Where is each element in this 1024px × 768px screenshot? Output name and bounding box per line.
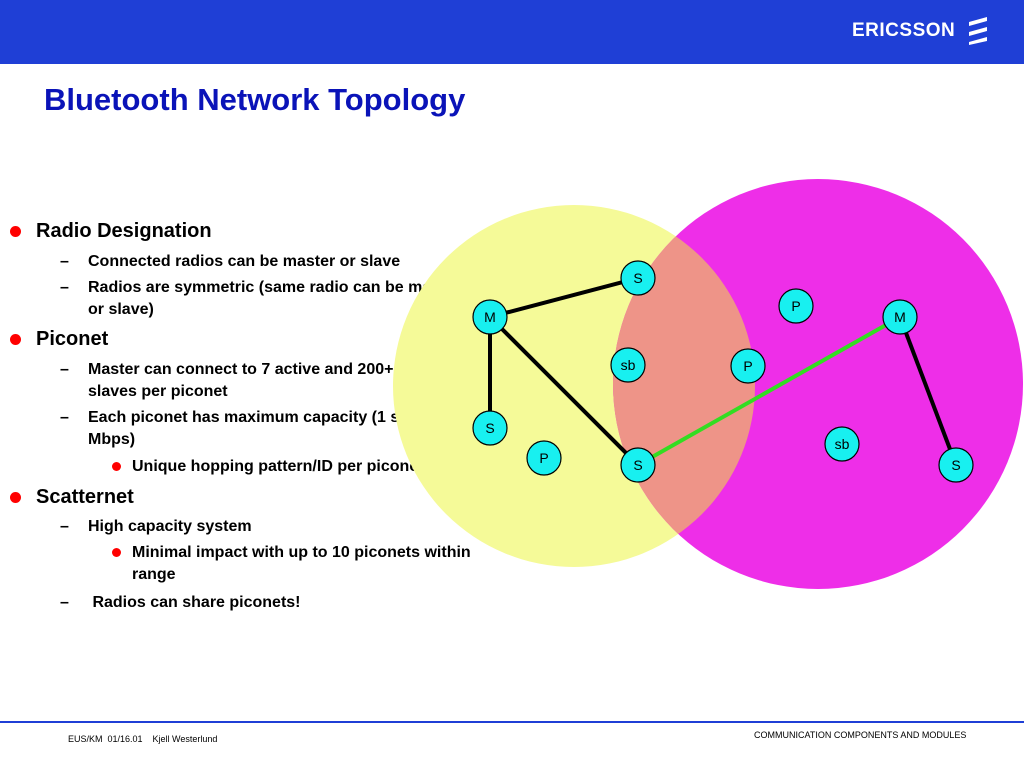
bullet-piconet: Piconet	[10, 328, 109, 351]
node-circle	[610, 347, 646, 383]
node-circle	[472, 410, 508, 446]
node-label: S	[951, 457, 960, 473]
bullet-text: Master can connect to 7 active and 200+ …	[88, 361, 451, 400]
bullet-text: High capacity system	[88, 518, 252, 535]
node-circle	[730, 348, 766, 384]
node-circle	[620, 260, 656, 296]
node-s1: S	[620, 260, 656, 296]
sub-bullet: –Connected radios can be master or slave	[60, 253, 401, 270]
node-circle	[620, 447, 656, 483]
bullet-text: Radios are symmetric (same radio can be …	[88, 279, 461, 318]
node-sb2: sb	[824, 426, 860, 462]
node-label: P	[791, 298, 800, 314]
node-m1: M	[472, 299, 508, 335]
node-circle	[882, 299, 918, 335]
sub-sub-bullet: Minimal impact with up to 10 piconets wi…	[112, 542, 482, 586]
node-circle	[526, 440, 562, 476]
node-circle	[472, 299, 508, 335]
node-circle	[938, 447, 974, 483]
sub-bullet: –Each piconet has maximum capacity (1 sh…	[60, 409, 443, 448]
bullet-dot-icon	[10, 226, 21, 237]
bullet-text: Piconet	[36, 328, 109, 350]
link-s3-m2	[637, 315, 901, 467]
node-label: M	[484, 309, 496, 325]
header-bar	[0, 0, 1024, 64]
node-circle	[824, 426, 860, 462]
node-p1: P	[526, 440, 562, 476]
bullet-text: Connected radios can be master or slave	[88, 253, 401, 270]
node-label: S	[633, 270, 642, 286]
ericsson-logo-icon	[969, 17, 987, 45]
bullet-text: Radio Designation	[36, 220, 212, 242]
sub-sub-bullet: Unique hopping pattern/ID per piconet	[112, 456, 482, 478]
node-label: S	[633, 457, 642, 473]
node-s2: S	[472, 410, 508, 446]
bullet-text: Minimal impact with up to 10 piconets wi…	[132, 544, 471, 583]
node-p3: P	[778, 288, 814, 324]
bullet-dot-icon	[10, 492, 21, 503]
bullet-radio-designation: Radio Designation	[10, 220, 212, 243]
bullet-dot-icon	[10, 334, 21, 345]
bullet-dot-icon	[112, 548, 121, 557]
node-s4: S	[938, 447, 974, 483]
link-m1-s1	[489, 276, 639, 319]
node-m2: M	[882, 299, 918, 335]
node-label: M	[894, 309, 906, 325]
node-label: P	[743, 358, 752, 374]
footer-left-text: EUS/KM 01/16.01 Kjell Westerlund	[68, 734, 218, 744]
footer-divider	[0, 721, 1024, 723]
link-m1-s3	[488, 315, 640, 467]
bullet-text: Each piconet has maximum capacity (1 sha…	[88, 409, 443, 448]
sub-bullet: –High capacity system	[60, 518, 252, 535]
piconet-overlap-area	[613, 205, 755, 567]
node-circle	[778, 288, 814, 324]
node-sb1: sb	[610, 347, 646, 383]
bullet-scatternet: Scatternet	[10, 486, 134, 509]
bullet-dot-icon	[112, 462, 121, 471]
links-layer	[488, 276, 958, 467]
bullet-text: Unique hopping pattern/ID per piconet	[132, 458, 424, 475]
node-label: sb	[835, 436, 850, 452]
sub-bullet: – Radios can share piconets!	[60, 594, 301, 611]
link-m2-s4	[898, 316, 958, 466]
bullet-text: Scatternet	[36, 486, 134, 508]
node-s3: S	[620, 447, 656, 483]
sub-bullet: –Radios are symmetric (same radio can be…	[60, 279, 461, 318]
node-p2: P	[730, 348, 766, 384]
sub-bullet: –Master can connect to 7 active and 200+…	[60, 361, 451, 400]
node-label: P	[539, 450, 548, 466]
slide-title: Bluetooth Network Topology	[44, 82, 466, 117]
node-label: S	[485, 420, 494, 436]
brand-name: ERICSSON	[852, 20, 956, 41]
bullet-text: Radios can share piconets!	[88, 594, 301, 611]
node-label: sb	[621, 357, 636, 373]
footer-right-text: COMMUNICATION COMPONENTS AND MODULES	[754, 730, 967, 740]
